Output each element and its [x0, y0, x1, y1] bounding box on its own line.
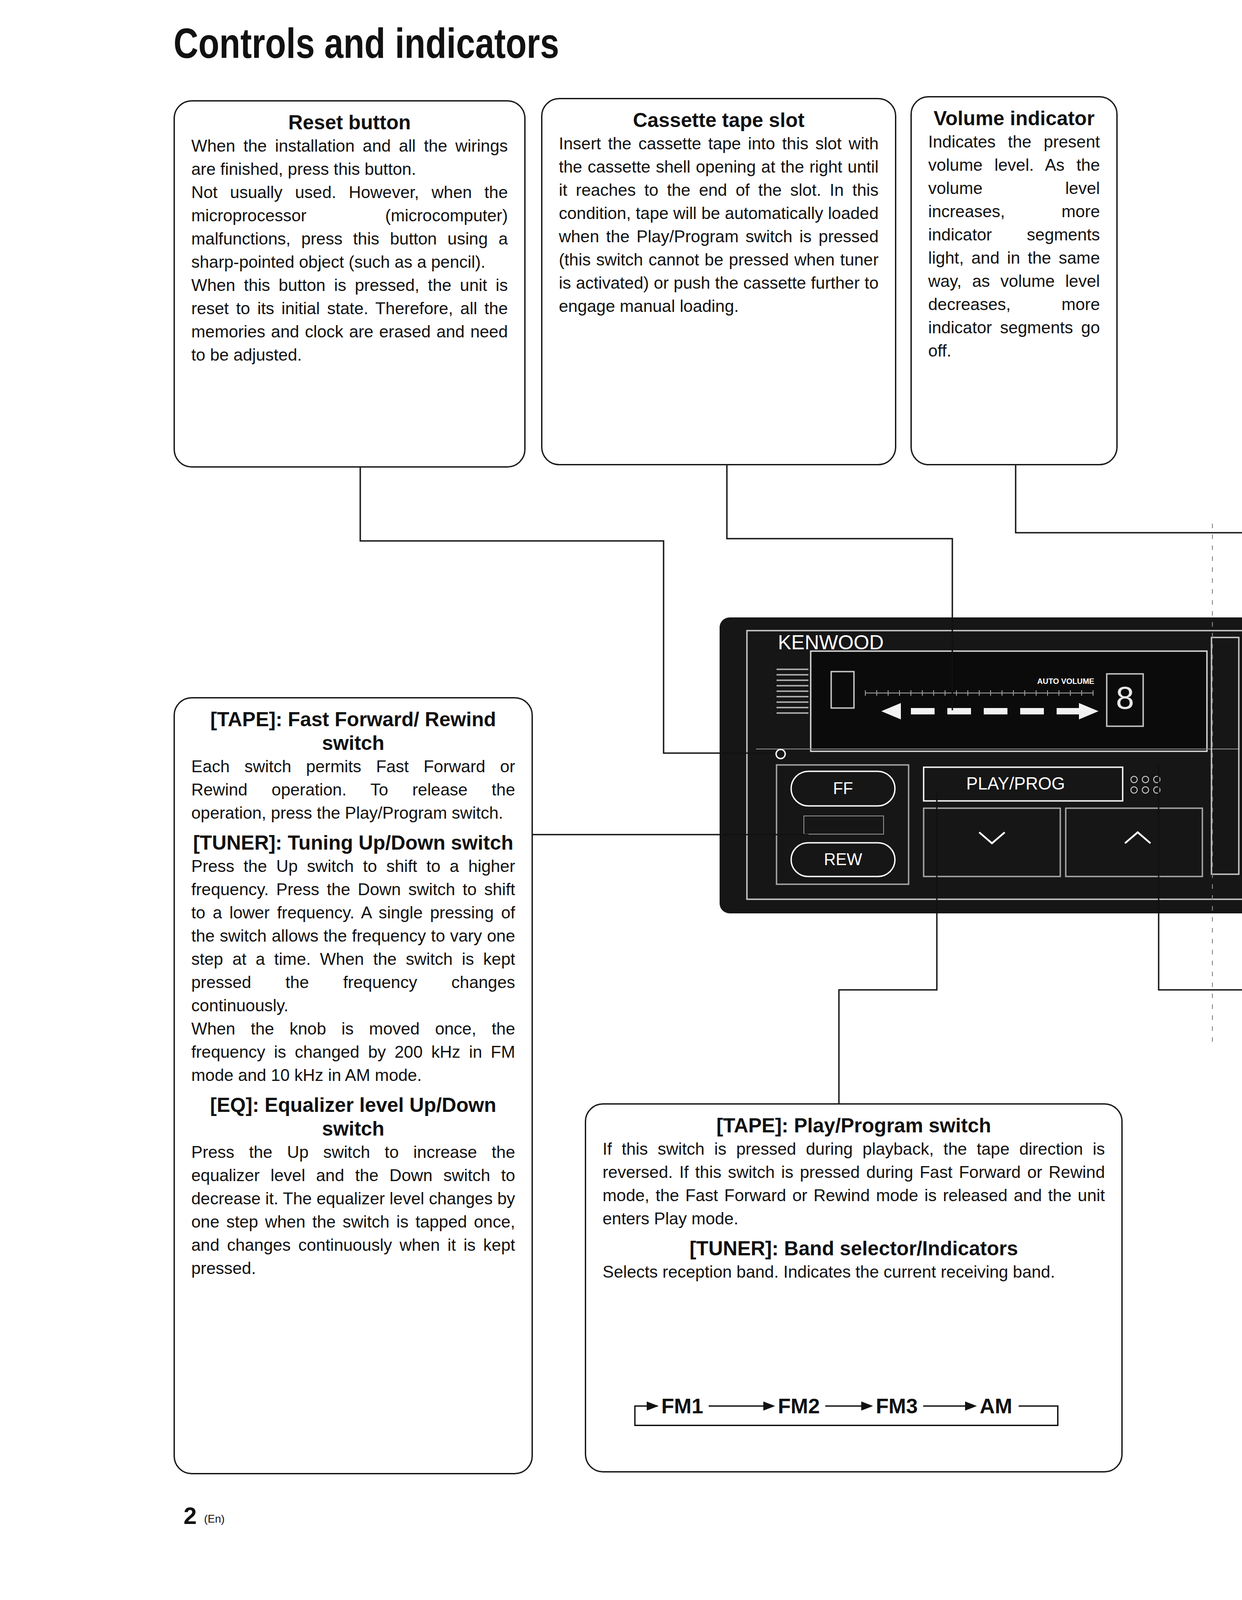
leader-line [1158, 765, 1242, 991]
grill [776, 669, 809, 714]
callout-text: If this switch is pressed during playbac… [602, 1137, 1105, 1231]
tape-arrow-left [881, 703, 901, 720]
leader-line [1015, 465, 1242, 533]
up-button [1065, 808, 1203, 877]
callout-heading: [EQ]: Equalizer level Up/Down switch [191, 1093, 516, 1141]
right-control-strip [1211, 637, 1239, 875]
band-indicator-dots [1130, 776, 1161, 794]
callout-heading: [TAPE]: Play/Program switch [602, 1114, 1105, 1138]
down-button [923, 808, 1061, 877]
callout-box: Cassette tape slotInsert the cassette ta… [541, 97, 897, 466]
band-name: FM3 [875, 1394, 918, 1419]
callout-heading: Volume indicator [928, 106, 1100, 131]
callout-text: Selects reception band. Indicates the cu… [602, 1260, 1105, 1284]
display-legend: AUTO VOLUME [1037, 677, 1094, 687]
callout-text: Each switch permits Fast Forward or Rewi… [191, 755, 516, 825]
reset-hole [776, 749, 786, 759]
faceplate-body [719, 617, 1242, 914]
callout-heading: [TUNER]: Band selector/Indicators [602, 1236, 1105, 1261]
brand-name: KENWOOD [777, 631, 884, 655]
ff-button [791, 771, 895, 807]
tape-running-segments [910, 708, 1081, 715]
digit-window [1106, 674, 1144, 727]
volume-digit: 8 [1114, 681, 1135, 720]
page-number: 2 [183, 1502, 197, 1531]
display-window [810, 651, 1207, 752]
callout-text: Indicates the present volume level. As t… [928, 130, 1100, 363]
button-label: FF [833, 779, 854, 798]
callout-text: When the installation and all the wiring… [191, 134, 508, 181]
band-name: FM2 [777, 1394, 820, 1419]
down-chevron [979, 832, 1005, 844]
band-name: FM1 [661, 1394, 704, 1419]
callout-heading: [TAPE]: Fast Forward/ Rewind switch [191, 707, 516, 756]
display-mark [831, 671, 854, 709]
leader-line [838, 791, 937, 1104]
play-prog-button [923, 767, 1123, 802]
band-name: AM [979, 1394, 1013, 1419]
tape-key-frame [776, 765, 909, 885]
car-stereo-faceplate [719, 617, 1242, 914]
button-label: REW [823, 850, 863, 869]
callout-text: When this button is pressed, the unit is… [191, 273, 508, 367]
callout-box: [TAPE]: Fast Forward/ Rewind switchEach … [173, 697, 533, 1475]
leader-line [532, 834, 809, 836]
language-code: (En) [204, 1512, 225, 1526]
scale-ticks [865, 690, 1094, 696]
callout-text: When the knob is moved once, the frequen… [191, 1017, 516, 1088]
callout-heading: Reset button [191, 110, 508, 135]
page-title: Controls and indicators [173, 18, 560, 69]
callout-text: Press the Up switch to shift to a higher… [191, 854, 516, 1018]
callout-heading: Cassette tape slot [558, 108, 879, 133]
callout-text: Press the Up switch to increase the equa… [191, 1140, 516, 1281]
rew-button [791, 843, 895, 877]
panel-line [756, 748, 1239, 750]
callout-box: Volume indicatorIndicates the present vo… [910, 96, 1118, 466]
fold-line [1211, 523, 1213, 1048]
callout-heading: [TUNER]: Tuning Up/Down switch [191, 831, 516, 855]
callout-text: Not usually used. However, when the micr… [191, 180, 508, 274]
up-chevron [1124, 832, 1151, 844]
leader-line [726, 465, 953, 711]
tape-arrow-right [1078, 703, 1099, 720]
button-label: PLAY/PROG [966, 774, 1066, 795]
callout-box: Reset buttonWhen the installation and al… [173, 100, 526, 468]
callout-text: Insert the cassette tape into this slot … [558, 132, 879, 318]
key-legend-strip [803, 816, 884, 835]
faceplate-frame [746, 630, 1242, 900]
